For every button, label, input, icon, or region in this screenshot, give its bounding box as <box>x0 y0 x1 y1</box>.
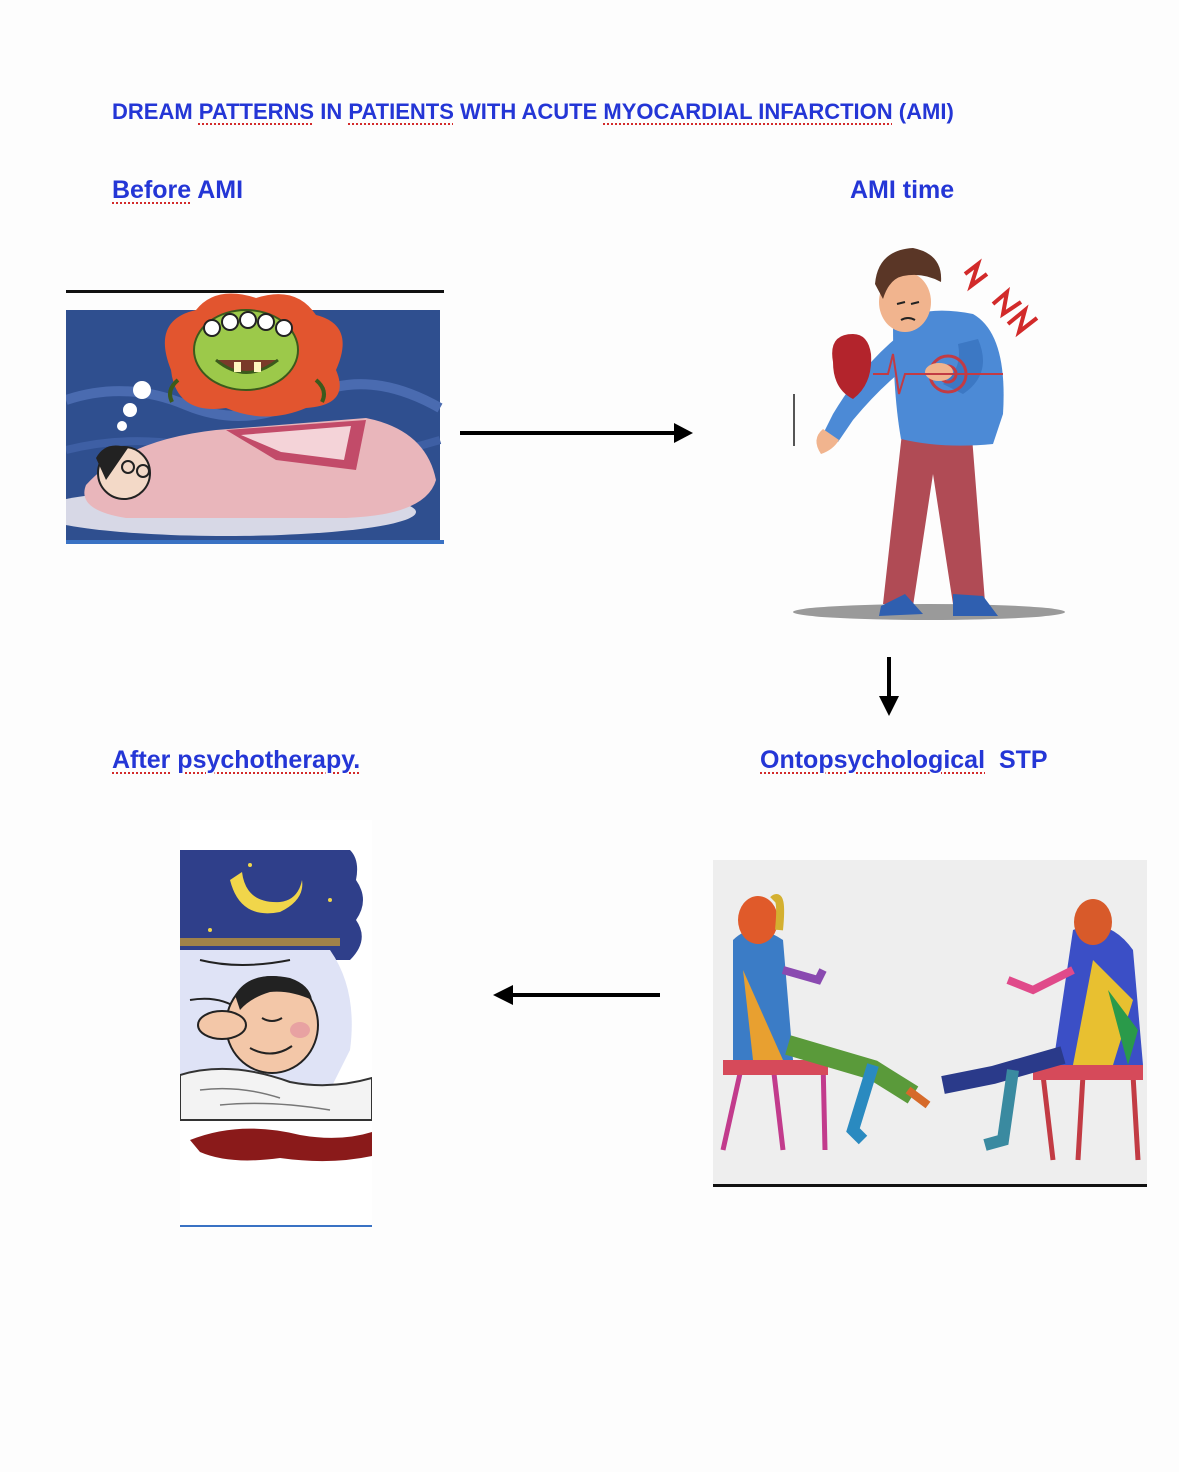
arrow-left <box>493 985 660 1005</box>
heart-attack-man-icon <box>793 244 1065 622</box>
nightmare-sleeper-icon <box>66 290 444 544</box>
arrow-down <box>879 657 899 716</box>
therapy-session-icon <box>713 860 1147 1188</box>
peaceful-sleeper-icon <box>180 820 372 1228</box>
arrow-right <box>460 423 693 443</box>
